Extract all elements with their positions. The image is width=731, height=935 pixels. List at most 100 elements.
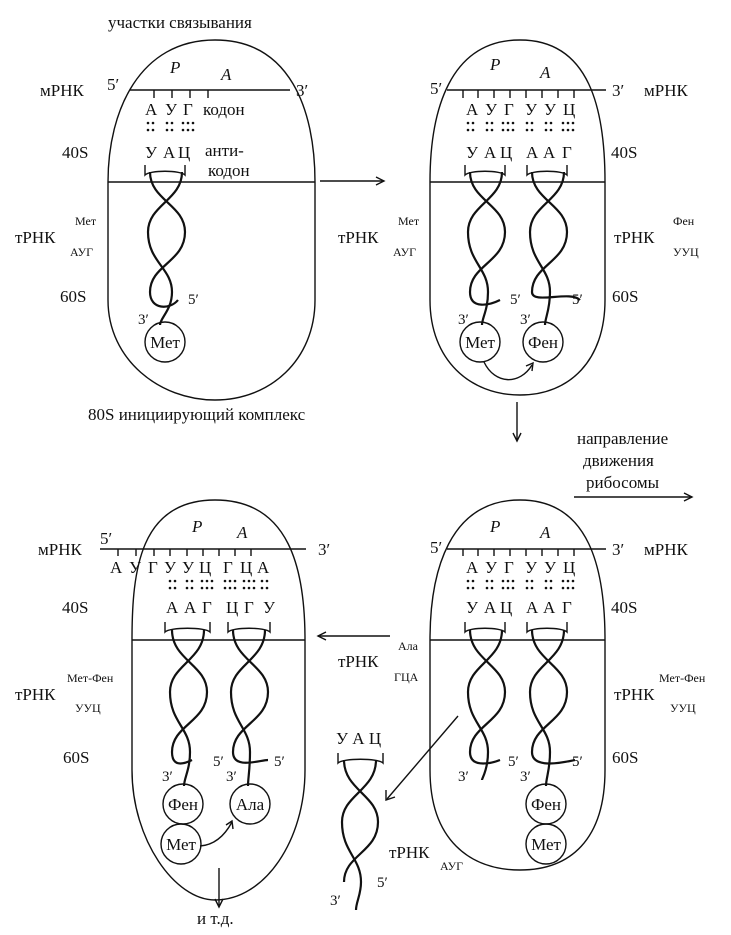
trna-label: тРНК	[15, 228, 56, 247]
three-prime-label: 3′	[296, 81, 308, 100]
five-prime-label: 5′	[188, 292, 199, 308]
panel-next-aminoacyl: мРНК 5′ 3′ P A А У Г У У Ц Г Ц А 40S А А…	[15, 499, 330, 901]
amino-acid-label: Фен	[528, 333, 558, 352]
binding-sites-label: участки связывания	[108, 13, 252, 32]
fen-amino-acid	[522, 321, 564, 363]
amino-acid-label: Фен	[531, 795, 561, 814]
codon-label: кодон	[203, 100, 245, 119]
a-site-label: A	[539, 523, 551, 542]
anticodon-base: Ц	[500, 598, 512, 617]
trna-superscript: Мет-Фен	[67, 671, 114, 685]
complex-80s-label: 80S инициирующий комплекс	[88, 405, 306, 424]
direction-label-2: движения	[583, 451, 654, 470]
codon-base: Ц	[563, 558, 575, 577]
p-site-label: P	[489, 517, 500, 536]
trna-subscript: АУГ	[440, 859, 463, 873]
anticodon-base: У	[145, 143, 158, 162]
five-prime-label: 5′	[100, 529, 112, 548]
codon-base: А	[257, 558, 270, 577]
three-prime-label: 3′	[226, 769, 237, 785]
three-prime-label: 3′	[138, 312, 149, 328]
amino-acid-label: Мет	[531, 835, 561, 854]
amino-acid-label: Мет	[166, 835, 196, 854]
met-amino-acid	[525, 823, 567, 865]
trna-subscript: АУГ	[393, 245, 416, 259]
codon-base: А	[145, 100, 158, 119]
five-prime-label: 5′	[508, 754, 519, 770]
five-prime-label: 5′	[572, 754, 583, 770]
trna-subscript: ГЦА	[394, 670, 419, 684]
trna-ala	[227, 622, 271, 787]
anticodon-base: У	[466, 143, 479, 162]
three-prime-label: 3′	[458, 769, 469, 785]
trna-met	[464, 165, 507, 326]
p-site-label: P	[191, 517, 202, 536]
direction-label-3: рибосомы	[586, 473, 660, 492]
anticodon-base: У	[263, 598, 276, 617]
base-pair-dots	[466, 579, 575, 590]
three-prime-label: 3′	[520, 769, 531, 785]
large-subunit-label: 60S	[63, 748, 89, 767]
anticodon-base: А	[543, 598, 556, 617]
trna-label: тРНК	[389, 843, 430, 862]
released-anticodon: У А Ц	[336, 729, 381, 748]
mrna-label: мРНК	[40, 81, 84, 100]
ribosome-outline	[429, 499, 606, 871]
p-site-label: P	[489, 55, 500, 74]
codon-base: Г	[148, 558, 158, 577]
mrna-label: мРНК	[38, 540, 82, 559]
ribosome-outline	[429, 39, 606, 396]
codon-base: У	[544, 558, 557, 577]
small-subunit-label: 40S	[62, 598, 88, 617]
codon-base: Г	[223, 558, 233, 577]
codon-base: А	[466, 100, 479, 119]
trna-subscript: УУЦ	[75, 701, 101, 715]
amino-acid-label: Мет	[150, 333, 180, 352]
anticodon-base: А	[543, 143, 556, 162]
large-subunit-label: 60S	[612, 748, 638, 767]
three-prime-label: 3′	[520, 312, 531, 328]
peptide-transfer-arrow	[199, 821, 233, 847]
anticodon-base: У	[466, 598, 479, 617]
anticodon-base: А	[166, 598, 179, 617]
anticodon-label: кодон	[208, 161, 250, 180]
trna-superscript: Мет	[398, 214, 420, 228]
trna-label: тРНК	[338, 228, 379, 247]
release-arrow	[386, 715, 459, 800]
five-prime-label: 5′	[213, 754, 224, 770]
base-pair-dots	[466, 121, 575, 132]
anticodon-base: Ц	[500, 143, 512, 162]
anticodon-base: Г	[562, 598, 572, 617]
trna-superscript: Фен	[673, 214, 695, 228]
trna-superscript: Мет-Фен	[659, 671, 706, 685]
codon-base: Г	[183, 100, 193, 119]
codon-base: А	[466, 558, 479, 577]
small-subunit-label: 40S	[62, 143, 88, 162]
mrna-label: мРНК	[644, 540, 688, 559]
anticodon-base: А	[184, 598, 197, 617]
anticodon-base: А	[526, 598, 539, 617]
trna-label: тРНК	[15, 685, 56, 704]
etc-label: и т.д.	[197, 909, 234, 928]
anticodon-label: анти-	[205, 141, 244, 160]
base-pair-dots	[168, 579, 269, 590]
base-pair-dots	[146, 121, 195, 132]
trna-fen	[526, 165, 581, 326]
codon-base: У	[525, 100, 538, 119]
three-prime-label: 3′	[612, 540, 624, 559]
five-prime-label: 5′	[510, 292, 521, 308]
five-prime-label: 5′	[274, 754, 285, 770]
codon-base: У	[129, 558, 142, 577]
met-amino-acid	[144, 321, 186, 363]
a-site-label: A	[220, 65, 232, 84]
trna-met-deacylated	[464, 622, 507, 781]
direction-label-1: направление	[577, 429, 668, 448]
five-prime-label: 5′	[107, 75, 119, 94]
anticodon-base: Г	[244, 598, 254, 617]
three-prime-label: 3′	[458, 312, 469, 328]
panel-translocation: 5′ 3′ мРНК P A А У Г У У Ц У А Ц А А Г 4…	[429, 499, 706, 871]
three-prime-label: 3′	[162, 769, 173, 785]
three-prime-label: 3′	[330, 893, 341, 909]
large-subunit-label: 60S	[612, 287, 638, 306]
five-prime-label: 5′	[572, 292, 583, 308]
